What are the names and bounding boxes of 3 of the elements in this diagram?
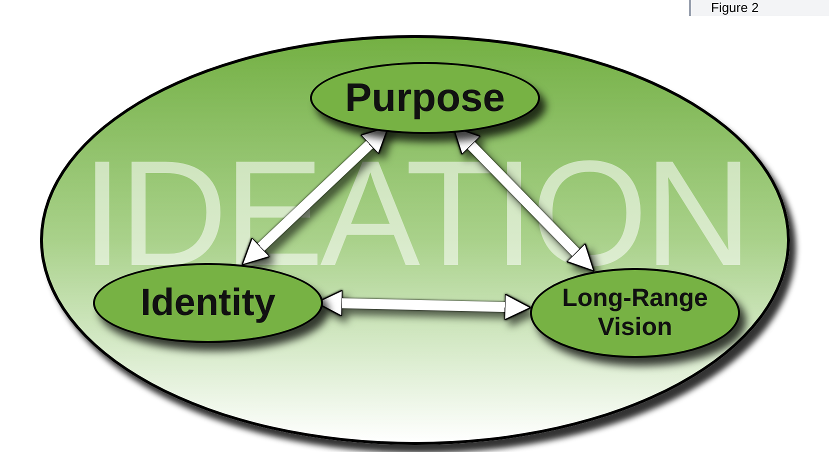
node-label: Long-Range Vision [561,284,709,342]
figure-label: Figure 2 [711,0,759,16]
node-label: Purpose [344,75,506,122]
